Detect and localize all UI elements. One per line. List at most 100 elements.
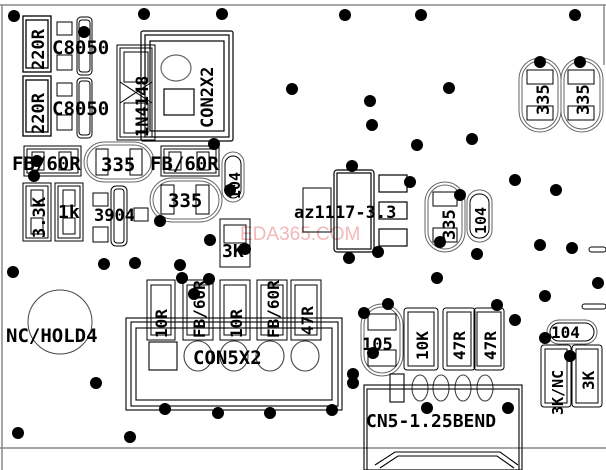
via-pad	[339, 9, 351, 21]
connector-cn5-1-25bend[interactable]	[363, 373, 523, 470]
via-pad	[367, 347, 379, 359]
via-pad	[372, 246, 384, 258]
via-pad	[404, 176, 416, 188]
via-pad	[124, 431, 136, 443]
via-pad	[415, 9, 427, 21]
via-pad	[509, 174, 521, 186]
label-nc-hold4: NC/HOLD4	[6, 325, 98, 347]
via-pad	[286, 83, 298, 95]
resistor-10r-b[interactable]	[219, 279, 251, 341]
via-pad	[534, 239, 546, 251]
via-pad	[239, 243, 251, 255]
label-335-lower: 335	[168, 190, 202, 212]
watermark: EDA365.COM	[240, 224, 360, 245]
via-pad	[224, 184, 236, 196]
via-pad	[154, 215, 166, 227]
label-az1117: az1117-3.3	[294, 203, 396, 223]
label-47r-b: 47R	[481, 331, 500, 360]
label-10r-a: 10R	[152, 309, 171, 338]
resistor-47r-a[interactable]	[442, 307, 476, 371]
via-pad	[264, 407, 276, 419]
via-pad	[212, 407, 224, 419]
via-pad	[31, 155, 43, 167]
label-3904: 3904	[94, 206, 135, 226]
diode-1n4148[interactable]	[116, 44, 156, 141]
via-pad	[411, 139, 423, 151]
ferrite-fb60r-left[interactable]	[23, 145, 82, 177]
via-pad	[550, 184, 562, 196]
capacitor-104-small[interactable]	[221, 151, 245, 203]
connector-con2x2[interactable]	[140, 30, 234, 142]
via-pad	[434, 236, 446, 248]
resistor-220r-top[interactable]	[22, 15, 52, 73]
resistor-1k[interactable]	[54, 182, 84, 242]
via-pad	[346, 160, 358, 172]
resistor-3k-mid[interactable]	[219, 218, 251, 268]
label-con5x2: CON5X2	[193, 347, 262, 369]
resistor-3k3[interactable]	[22, 182, 52, 242]
via-pad	[203, 273, 215, 285]
label-104-br: 104	[551, 323, 580, 342]
ferrite-fb60r-right[interactable]	[160, 145, 220, 177]
via-pad	[343, 252, 355, 264]
via-pad	[216, 8, 228, 20]
label-c8050-bottom: C8050	[52, 98, 109, 120]
label-335-topright-b: 335	[574, 84, 594, 115]
capacitor-104-right[interactable]	[466, 189, 493, 243]
via-pad	[129, 257, 141, 269]
resistor-3k-nc[interactable]	[540, 344, 572, 408]
via-pad	[539, 332, 551, 344]
label-104-right: 104	[472, 207, 490, 234]
label-47r-con: 47R	[298, 306, 317, 335]
label-fb60r-left: FB/60R	[12, 153, 81, 175]
label-3k-br: 3K	[579, 370, 598, 390]
via-pad	[347, 368, 359, 380]
via-pad	[534, 56, 546, 68]
resistor-220r-bottom[interactable]	[22, 75, 52, 137]
via-pad	[159, 403, 171, 415]
via-pad	[471, 248, 483, 260]
transistor-3904[interactable]	[92, 185, 149, 247]
via-pad	[364, 95, 376, 107]
board-outline	[0, 4, 606, 470]
label-cn5: CN5-1.25BEND	[366, 411, 496, 432]
label-335-mid: 335	[101, 154, 135, 176]
label-220r-bottom: 220R	[29, 92, 49, 134]
label-10r-b: 10R	[227, 309, 246, 338]
via-pad	[491, 299, 503, 311]
via-pad	[98, 258, 110, 270]
resistor-10r-a[interactable]	[146, 279, 176, 341]
connector-con5x2[interactable]	[125, 317, 343, 411]
via-pad	[566, 242, 578, 254]
via-pad	[366, 119, 378, 131]
mounting-hole-nc-hold4[interactable]	[27, 289, 93, 355]
via-pad	[443, 82, 455, 94]
resistor-3k-br[interactable]	[571, 344, 603, 408]
via-pad	[574, 56, 586, 68]
via-pad	[358, 307, 370, 319]
ferrite-fb60r-con-b[interactable]	[256, 279, 288, 341]
via-pad	[176, 272, 188, 284]
via-pad	[569, 9, 581, 21]
via-pad	[382, 298, 394, 310]
via-pad	[78, 26, 90, 38]
transistor-c8050-bottom[interactable]	[56, 77, 93, 139]
via-pad	[454, 189, 466, 201]
via-pad	[204, 234, 216, 246]
resistor-47r-con[interactable]	[290, 279, 322, 341]
capacitor-104-br[interactable]	[546, 319, 598, 345]
transistor-c8050-top[interactable]	[56, 16, 93, 76]
resistor-47r-b[interactable]	[473, 307, 505, 371]
edge-slots	[581, 246, 606, 310]
capacitor-335-mid[interactable]	[83, 141, 155, 183]
label-3k3: 3.3K	[30, 196, 50, 238]
resistor-10k[interactable]	[403, 307, 439, 371]
via-pad	[431, 272, 443, 284]
via-pad	[208, 138, 220, 150]
via-pad	[326, 404, 338, 416]
via-pad	[12, 427, 24, 439]
ferrite-fb60r-con-a[interactable]	[182, 279, 214, 341]
capacitor-335-lower[interactable]	[149, 177, 223, 223]
via-pad	[28, 170, 40, 182]
